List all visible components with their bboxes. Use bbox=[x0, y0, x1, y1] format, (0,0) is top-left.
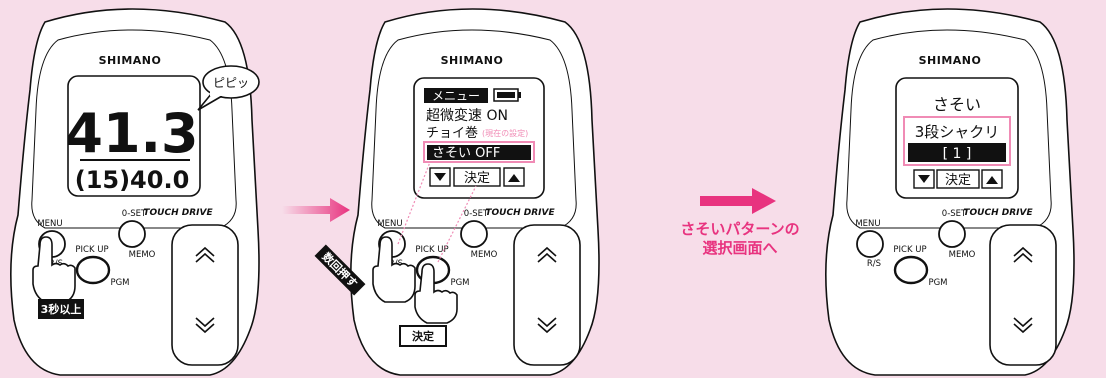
confirm-tag-text: 決定 bbox=[412, 329, 434, 343]
touch-drive-logo: TOUCH DRIVE bbox=[485, 208, 555, 218]
option-text: 3段シャクリ bbox=[915, 123, 1000, 141]
brand-text: SHIMANO bbox=[919, 54, 982, 67]
oset-label: 0-SET bbox=[464, 209, 489, 219]
confirm-tag bbox=[399, 325, 447, 347]
menu-row-1: 超微変速 ON bbox=[426, 107, 508, 124]
speech-text: ピピッ bbox=[213, 76, 249, 90]
finger-press-icon bbox=[32, 236, 76, 303]
brand-text: SHIMANO bbox=[99, 54, 162, 67]
menu-label: MENU bbox=[855, 219, 880, 229]
hold-badge bbox=[38, 299, 84, 319]
confirm-nav bbox=[453, 167, 501, 187]
arrow-caption-line-1: さそいパターンの bbox=[680, 220, 799, 238]
pickup-button[interactable] bbox=[75, 255, 111, 285]
touch-drive-logo: TOUCH DRIVE bbox=[963, 208, 1033, 218]
finger-press-icon bbox=[372, 236, 416, 303]
main-value: 41.3 bbox=[65, 102, 198, 165]
oset-button[interactable] bbox=[938, 220, 966, 248]
lcd-screen bbox=[895, 77, 1019, 199]
selected-row-highlight bbox=[423, 141, 535, 163]
value-bar bbox=[908, 143, 1006, 162]
touch-drive-logo: TOUCH DRIVE bbox=[143, 208, 213, 218]
value-text: [ 1 ] bbox=[943, 146, 972, 162]
menu-button[interactable] bbox=[856, 230, 884, 258]
selected-row bbox=[427, 145, 531, 160]
flow-arrow-1 bbox=[282, 198, 350, 222]
pickup-button[interactable] bbox=[893, 255, 929, 285]
oset-button[interactable] bbox=[460, 220, 488, 248]
screen-title: さそい bbox=[933, 95, 981, 114]
oset-label: 0-SET bbox=[942, 209, 967, 219]
speech-bubble bbox=[202, 65, 260, 99]
touch-pad[interactable] bbox=[171, 224, 239, 366]
option-highlight bbox=[903, 116, 1011, 166]
pgm-label: PGM bbox=[928, 278, 947, 288]
pgm-label: PGM bbox=[450, 278, 469, 288]
flow-arrow-2 bbox=[700, 188, 776, 214]
sub-value: (15)40.0 bbox=[75, 166, 190, 194]
lcd-screen bbox=[67, 75, 201, 197]
pickup-label: PICK UP bbox=[893, 245, 926, 255]
device-panel-3: SHIMANO さそい 3段シャクリ [ 1 ] 決定 TOUCH DRIVE … bbox=[825, 8, 1075, 376]
memo-label: MEMO bbox=[471, 250, 498, 260]
pickup-label: PICK UP bbox=[415, 245, 448, 255]
memo-label: MEMO bbox=[949, 250, 976, 260]
menu-title: メニュー bbox=[432, 89, 480, 103]
brand-text: SHIMANO bbox=[441, 54, 504, 67]
memo-label: MEMO bbox=[129, 250, 156, 260]
confirm-nav-text: 決定 bbox=[945, 173, 971, 188]
menu-label: MENU bbox=[377, 219, 402, 229]
finger-press-icon bbox=[414, 263, 458, 324]
hold-badge-text: 3秒以上 bbox=[41, 302, 82, 316]
arrow-caption-line-2: 選択画面へ bbox=[702, 239, 777, 257]
touch-pad[interactable] bbox=[989, 224, 1057, 366]
confirm-nav-text: 決定 bbox=[464, 171, 490, 186]
confirm-nav bbox=[936, 169, 980, 189]
rs-label: R/S bbox=[867, 259, 881, 269]
menu-title-bar bbox=[424, 88, 488, 103]
current-setting-note: (現在の設定) bbox=[482, 128, 528, 138]
device-panel-1: SHIMANO 41.3 (15)40.0 ピピッ TOUCH DRIVE ME… bbox=[10, 8, 260, 376]
touch-pad[interactable] bbox=[513, 224, 581, 366]
menu-row-3: さそい OFF bbox=[432, 146, 500, 161]
oset-label: 0-SET bbox=[122, 209, 147, 219]
pickup-label: PICK UP bbox=[75, 245, 108, 255]
menu-row-2: チョイ巻 bbox=[426, 126, 478, 141]
oset-button[interactable] bbox=[118, 220, 146, 248]
device-panel-2: SHIMANO メニュー 超微変速 ON チョイ巻 (現在の設定) さそい OF… bbox=[314, 8, 600, 376]
menu-label: MENU bbox=[37, 219, 62, 229]
pgm-label: PGM bbox=[110, 278, 129, 288]
